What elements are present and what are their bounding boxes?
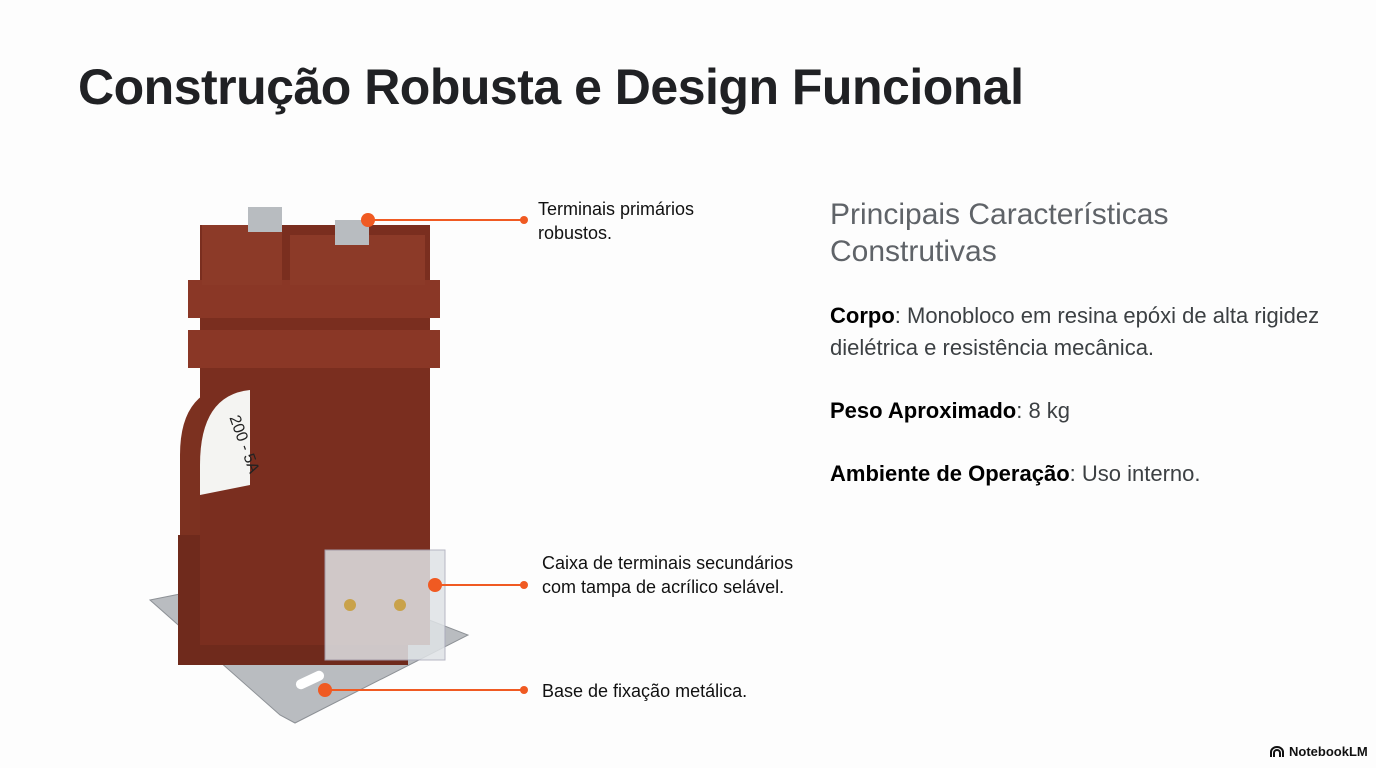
features-heading: Principais Características Construtivas xyxy=(830,198,1169,268)
callout-primary-terminals: Terminais primários robustos. xyxy=(538,199,695,243)
feature-label: Peso Aproximado xyxy=(830,398,1017,423)
feature-environment: Ambiente de Operação: Uso interno. xyxy=(830,458,1320,490)
feature-label: Ambiente de Operação xyxy=(830,461,1070,486)
notebooklm-logo-icon xyxy=(1270,746,1284,757)
feature-body: Corpo: Monobloco em resina epóxi de alta… xyxy=(830,300,1320,364)
current-transformer-image: 200 - 5A xyxy=(148,207,470,724)
feature-text: : 8 kg xyxy=(1016,398,1071,423)
callout-marker xyxy=(428,578,442,592)
brand-name: NotebookLM xyxy=(1289,744,1368,759)
feature-text: : Uso interno. xyxy=(1069,461,1201,486)
feature-text: : Monobloco em resina epóxi de alta rigi… xyxy=(830,303,1320,360)
feature-label: Corpo xyxy=(830,303,895,328)
slide-title: Construção Robusta e Design Funcional xyxy=(78,59,1024,115)
callout-marker xyxy=(361,213,375,227)
callout-metal-base: Base de fixação metálica. xyxy=(542,681,748,701)
feature-weight: Peso Aproximado: 8 kg xyxy=(830,395,1320,427)
notebooklm-branding: NotebookLM xyxy=(1270,744,1368,759)
callout-secondary-terminal-box: Caixa de terminais secundários com tampa… xyxy=(542,553,794,597)
callout-marker xyxy=(318,683,332,697)
